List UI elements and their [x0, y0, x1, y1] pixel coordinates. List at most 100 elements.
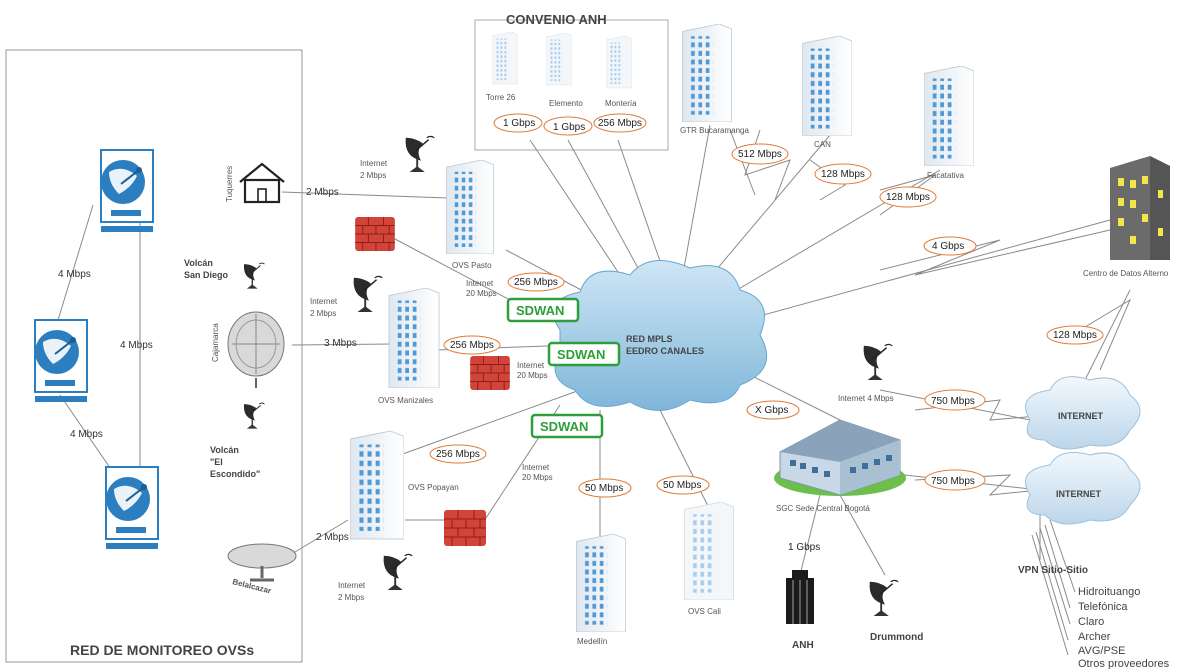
bandwidth-label-sede: X Gbps [755, 405, 788, 416]
building-icon [350, 430, 404, 540]
building-icon [445, 160, 495, 254]
bandwidth-label-cali: 50 Mbps [663, 480, 701, 491]
internet-label-manizales-2: 2 Mbps [310, 309, 336, 318]
firewall-icon [444, 510, 486, 546]
fw-internet-label-popayan-1: Internet [522, 463, 550, 472]
headquarters-building-icon [774, 419, 906, 496]
internet-label-manizales-1: Internet [310, 297, 338, 306]
building-icon [388, 288, 440, 388]
ovs-label-popayan: OVS Popayan [408, 483, 459, 492]
sdwan-badge: SDWAN [530, 413, 604, 439]
internet-label-pasto-2: 2 Mbps [360, 171, 386, 180]
antenna-icon [243, 402, 266, 430]
site-label-el-escondido-3: Escondido" [210, 469, 260, 479]
vpn-provider: Telefónica [1078, 601, 1128, 613]
sdwan-badge: SDWAN [547, 341, 621, 367]
ovs-label-pasto: OVS Pasto [452, 261, 492, 270]
vpn-title: VPN Sitio-Sitio [1018, 565, 1088, 576]
antenna-icon [404, 135, 436, 174]
site-label-anh: ANH [792, 640, 814, 651]
bandwidth-label-bucaramanga: 512 Mbps [738, 149, 782, 160]
vpn-provider: AVG/PSE [1078, 645, 1125, 657]
site-label-el-escondido-2: "El [210, 457, 223, 467]
bandwidth-label-alterno-internet: 128 Mbps [1053, 330, 1097, 341]
bandwidth-label-alterno: 4 Gbps [932, 241, 964, 252]
fw-internet-label-pasto-2: 20 Mbps [466, 289, 497, 298]
bandwidth-label-elemento: 1 Gbps [553, 122, 585, 133]
house-icon [239, 162, 285, 204]
vpn-provider: Otros proveedores [1078, 658, 1170, 669]
site-label-facatativa: Facatativa [927, 171, 964, 180]
fw-internet-label-popayan-2: 20 Mbps [522, 473, 553, 482]
satellite-dish-icon [227, 311, 285, 388]
internet-cloud-1: INTERNET [1025, 376, 1141, 450]
site-label-can: CAN [814, 140, 831, 149]
monitoring-link-label: 4 Mbps [70, 429, 103, 440]
firewall-icon [470, 356, 510, 390]
bandwidth-label-manizales: 256 Mbps [450, 340, 494, 351]
monitoring-network-frame [5, 49, 303, 663]
vpn-provider: Hidroituango [1078, 586, 1140, 598]
site-label-el-escondido-1: Volcán [210, 445, 239, 455]
red-monitoreo-title: RED DE MONITOREO OVSs [70, 642, 254, 658]
fw-internet-label-manizales-2: 20 Mbps [517, 371, 548, 380]
anh-site-monteria: Montería [605, 99, 637, 108]
site-label-alterno: Centro de Datos Alterno [1083, 269, 1169, 278]
internet-label-pasto-1: Internet [360, 159, 388, 168]
bandwidth-label-monteria: 256 Mbps [598, 118, 642, 129]
internet-label-popayan-1: Internet [338, 581, 366, 590]
monitoring-station-icon [99, 148, 155, 234]
anh-site-torre26: Torre 26 [486, 93, 516, 102]
sdwan-label: SDWAN [540, 419, 588, 434]
convenio-anh-frame [474, 19, 669, 151]
sdwan-label: SDWAN [516, 303, 564, 318]
monitoring-link-label: 4 Mbps [120, 340, 153, 351]
mpls-cloud: RED MPLS EEDRO CANALES [552, 259, 768, 411]
internet-cloud-2: INTERNET [1025, 452, 1141, 525]
site-label-medellin: Medellín [577, 637, 607, 646]
site-label-tuquerres: Tuquerres [225, 166, 234, 202]
antenna-icon [352, 275, 384, 314]
building-icon [606, 35, 632, 89]
bandwidth-label-facatativa: 128 Mbps [886, 192, 930, 203]
anh-site-elemento: Elemento [549, 99, 583, 108]
building-icon [546, 32, 572, 86]
site-label-bucaramanga: GTR Bucaramanga [680, 126, 749, 135]
building-icon [802, 36, 852, 136]
bandwidth-label-tuquerres: 2 Mbps [306, 187, 339, 198]
bandwidth-label-torre26: 1 Gbps [503, 118, 535, 129]
sdwan-label: SDWAN [557, 347, 605, 362]
satellite-dish-icon [227, 543, 297, 582]
internet-label-sede: Internet 4 Mbps [838, 394, 894, 403]
datacenter-building-icon [1110, 156, 1170, 260]
vpn-provider-list: Hidroituango Telefónica Claro Archer AVG… [1078, 586, 1170, 669]
bandwidth-rings [429, 113, 1104, 498]
antenna-icon [862, 343, 894, 382]
anh-building-icon [786, 570, 814, 624]
ovs-label-manizales: OVS Manizales [378, 396, 433, 405]
site-label-san-diego-2: San Diego [184, 270, 229, 280]
monitoring-station-icon [104, 465, 160, 551]
bandwidth-label-anh: 1 Gbps [788, 542, 820, 553]
antenna-icon [868, 579, 900, 618]
vpn-provider: Claro [1078, 616, 1104, 628]
monitoring-station-icon [33, 318, 89, 404]
bandwidth-label-internet2: 750 Mbps [931, 476, 975, 487]
monitoring-link-label: 4 Mbps [58, 269, 91, 280]
mpls-title-line2: EEDRO CANALES [626, 346, 704, 356]
internet-cloud-1-label: INTERNET [1058, 411, 1104, 421]
mpls-title-line1: RED MPLS [626, 334, 673, 344]
bandwidth-label-belalcazar: 2 Mbps [316, 532, 349, 543]
site-label-san-diego-1: Volcán [184, 258, 213, 268]
site-label-sede: SGC Sede Central Bogotá [776, 504, 870, 513]
site-label-cali: OVS Cali [688, 607, 721, 616]
firewall-icon [355, 217, 395, 251]
site-label-cajamarca: Cajamarca [211, 323, 220, 362]
fw-internet-label-manizales-1: Internet [517, 361, 545, 370]
site-label-drummond: Drummond [870, 632, 923, 643]
sdwan-badge: SDWAN [506, 297, 580, 323]
bandwidth-label-can: 128 Mbps [821, 169, 865, 180]
bandwidth-label-medellin: 50 Mbps [585, 483, 623, 494]
bandwidth-label-popayan: 256 Mbps [436, 449, 480, 460]
convenio-anh-title: CONVENIO ANH [506, 12, 607, 27]
